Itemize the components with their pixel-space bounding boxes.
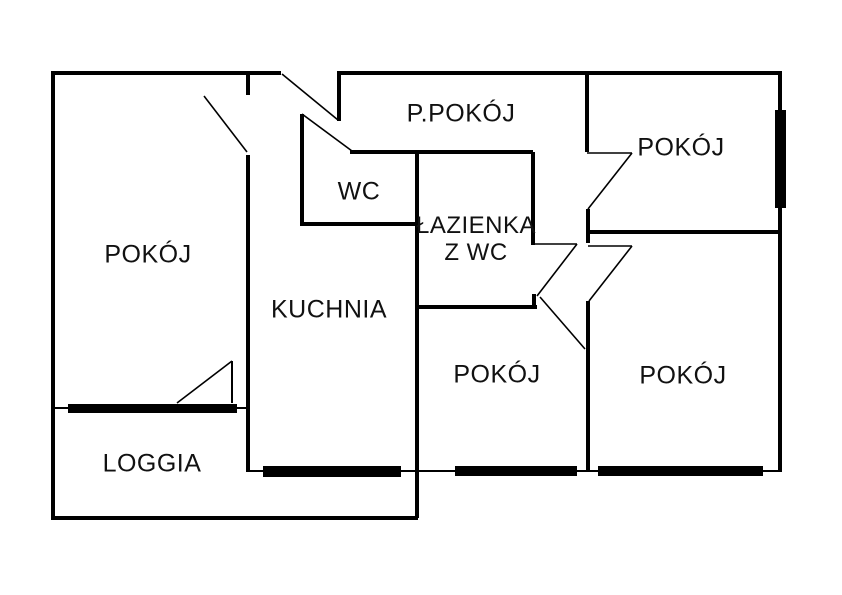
room-label-lazienka-line2: Z WC [444, 239, 508, 266]
room-label-wc: WC [337, 177, 381, 206]
windows-layer [68, 110, 786, 477]
window-bar-pokoj-bm [455, 466, 577, 476]
window-bar-loggia [68, 404, 237, 413]
room-label-ppokoj: P.POKÓJ [406, 99, 516, 128]
door-leaf-pokoj-tr [587, 152, 633, 210]
door-leaf-bath [536, 243, 578, 297]
door-leaf-pokoj-br [588, 245, 633, 302]
window-bar-pokoj-tr [775, 110, 786, 208]
door-leaf-entry [281, 73, 339, 121]
door-leaf-pokoj-tl [203, 95, 248, 153]
room-label-pokoj-bottom-middle: POKÓJ [453, 360, 541, 389]
door-swings-layer [176, 73, 633, 404]
room-label-pokoj-top-left: POKÓJ [104, 240, 192, 269]
room-label-loggia: LOGGIA [102, 449, 202, 478]
room-label-lazienka: ŁAZIENKA Z WC [416, 212, 536, 266]
door-leaf-wc [301, 113, 353, 152]
door-leaf-pokoj-bm [539, 296, 586, 350]
room-label-pokoj-bottom-right: POKÓJ [639, 361, 727, 390]
window-bar-pokoj-br [598, 466, 763, 476]
door-leaf-balcony [176, 360, 233, 404]
room-label-kuchnia: KUCHNIA [270, 295, 388, 324]
room-label-lazienka-line1: ŁAZIENKA [415, 212, 537, 239]
room-label-pokoj-top-right: POKÓJ [637, 133, 725, 162]
window-bar-kitchen [263, 466, 401, 477]
